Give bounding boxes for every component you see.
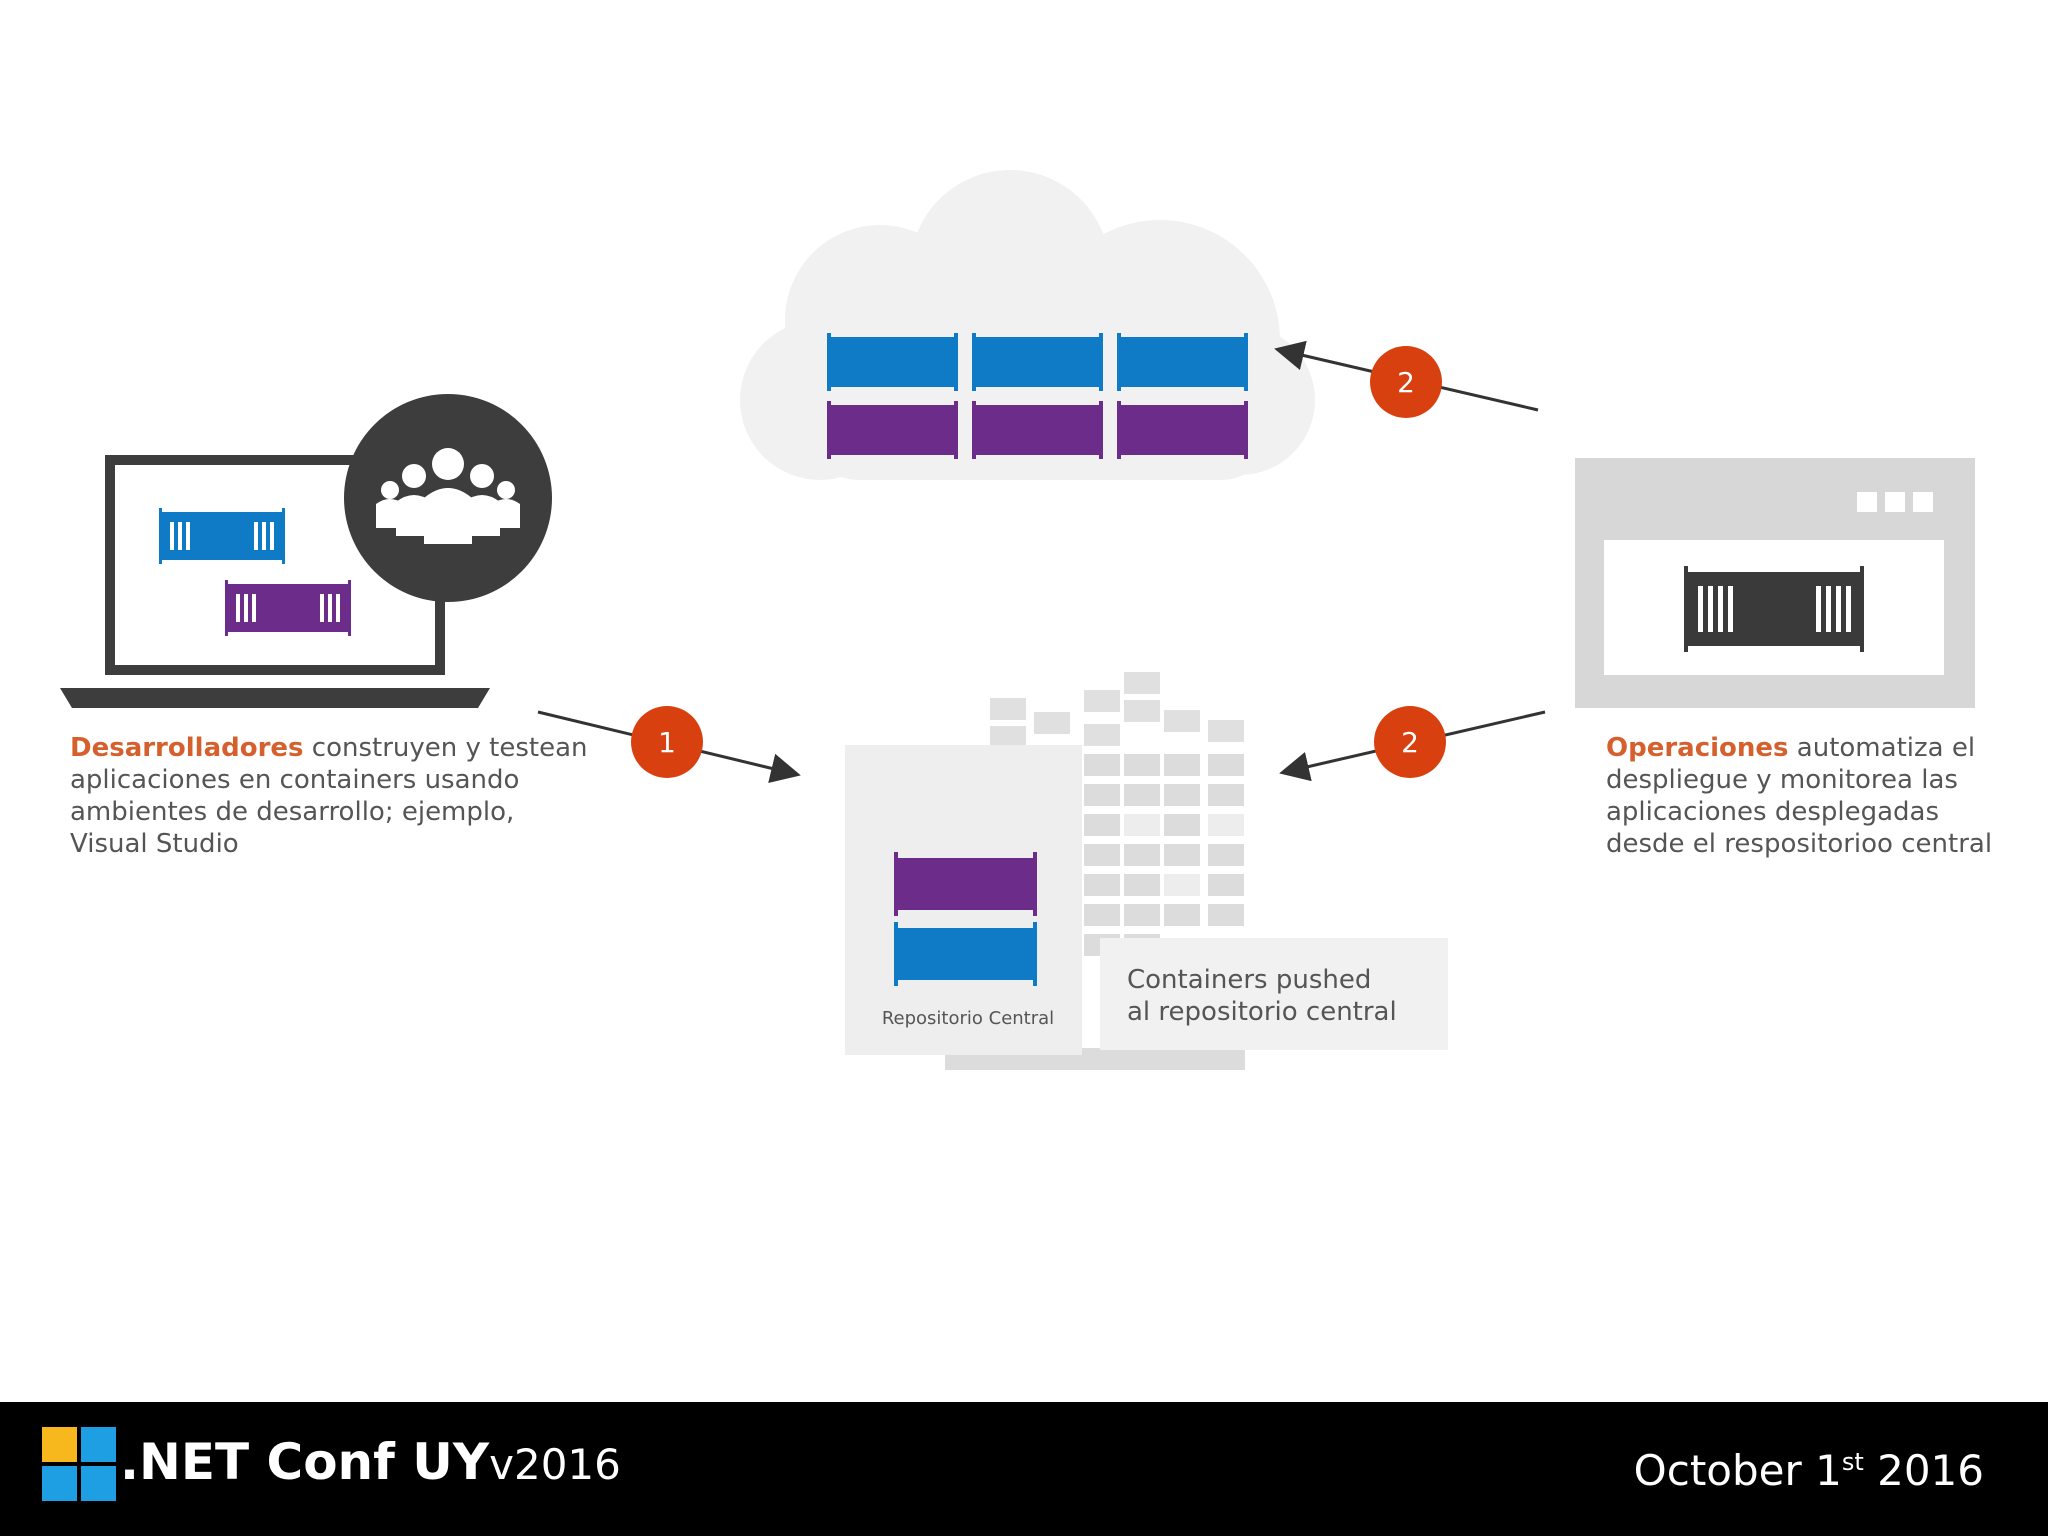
footer-bar: .NET Conf UYv2016 October 1st 2016 — [0, 1402, 2048, 1536]
conference-brand: .NET Conf UYv2016 — [120, 1432, 621, 1495]
developers-text: construyen y testean aplicaciones en con… — [70, 733, 588, 859]
event-date: October 1st 2016 — [1634, 1444, 1984, 1498]
repository-building — [845, 672, 1245, 1070]
developers-highlight: Desarrolladores — [70, 733, 304, 763]
operations-container — [1684, 566, 1864, 652]
operations-window-icon — [1575, 458, 1975, 708]
container-blue-3 — [1117, 333, 1248, 391]
developers-caption: Desarrolladores construyen y testean apl… — [70, 732, 590, 860]
container-blue-2 — [972, 333, 1103, 391]
operations-text: automatiza el despliegue y monitorea las… — [1606, 733, 1993, 859]
repo-container-blue — [894, 922, 1037, 986]
callout-line-1: Containers pushed — [1127, 965, 1371, 995]
brand-name: .NET Conf UY — [120, 1433, 490, 1491]
repo-container-purple — [894, 852, 1037, 916]
laptop-container-purple — [225, 580, 351, 636]
date-prefix: October 1 — [1633, 1446, 1842, 1495]
container-purple-3 — [1117, 401, 1248, 459]
repository-containers — [894, 852, 1037, 986]
container-workflow-diagram: Repositorio Central Containers pushed al… — [60, 170, 1975, 1070]
team-icon — [344, 394, 552, 602]
repository-callout: Containers pushed al repositorio central — [1100, 938, 1448, 1050]
repository-label: Repositorio Central — [882, 1008, 1054, 1029]
svg-text:2: 2 — [1397, 366, 1415, 399]
windows-logo-icon — [42, 1427, 116, 1501]
container-blue-1 — [827, 333, 958, 391]
step-badge-1: 1 — [631, 706, 703, 778]
callout-line-2: al repositorio central — [1127, 997, 1397, 1027]
operations-highlight: Operaciones — [1606, 733, 1789, 763]
date-ordinal: st — [1841, 1448, 1864, 1476]
date-suffix: 2016 — [1863, 1446, 1984, 1495]
brand-version: v2016 — [489, 1440, 621, 1489]
cloud-containers — [827, 333, 1248, 459]
svg-text:1: 1 — [658, 726, 676, 759]
svg-text:2: 2 — [1401, 726, 1419, 759]
step-badge-2-top: 2 — [1370, 346, 1442, 418]
step-badge-2-bottom: 2 — [1374, 706, 1446, 778]
operations-caption: Operaciones automatiza el despliegue y m… — [1606, 732, 1996, 860]
container-purple-1 — [827, 401, 958, 459]
container-purple-2 — [972, 401, 1103, 459]
laptop-container-blue — [159, 508, 285, 564]
